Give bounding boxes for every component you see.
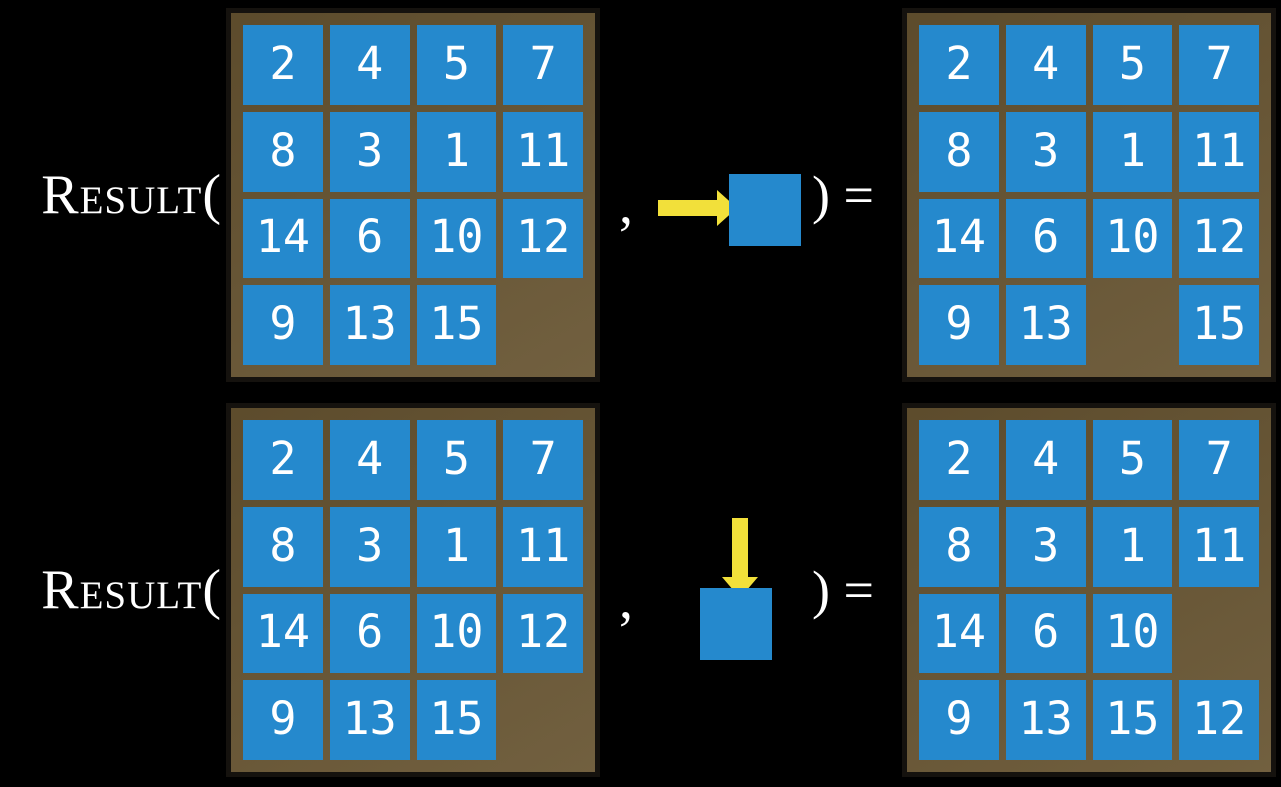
puzzle-tile: 11 (1179, 506, 1259, 587)
puzzle-tile: 13 (329, 285, 410, 365)
puzzle-tile: 4 (1005, 420, 1086, 500)
puzzle-tile: 14 (919, 593, 999, 674)
puzzle-tile: 13 (1005, 285, 1086, 365)
puzzle-tile: 6 (329, 198, 410, 279)
puzzle-tile: 12 (1179, 198, 1259, 279)
puzzle-tile: 4 (1005, 25, 1086, 105)
puzzle-tile: 3 (1005, 506, 1086, 587)
comma-separator: , (619, 174, 633, 236)
puzzle-tile: 10 (416, 593, 497, 674)
puzzle-tile: 1 (1092, 111, 1173, 192)
puzzle-tile: 5 (416, 25, 497, 105)
puzzle-tile: 5 (1092, 25, 1173, 105)
right-arrow-icon (658, 190, 737, 226)
puzzle-tile: 13 (329, 680, 410, 760)
puzzle-tile: 3 (1005, 111, 1086, 192)
puzzle-tile: 6 (1005, 198, 1086, 279)
action-icon-group (700, 518, 772, 660)
puzzle-tile: 8 (243, 506, 323, 587)
comma-separator: , (619, 569, 633, 631)
empty-cell (1179, 594, 1259, 674)
puzzle-tile: 6 (329, 593, 410, 674)
puzzle-tile: 9 (243, 285, 323, 365)
puzzle-tile: 7 (1179, 420, 1259, 500)
puzzle-tile: 7 (503, 420, 583, 500)
down-arrow-icon (722, 518, 758, 598)
puzzle-tile: 2 (919, 25, 999, 105)
puzzle-tile: 3 (329, 506, 410, 587)
puzzle-tile: 12 (503, 593, 583, 674)
puzzle-tile: 1 (416, 506, 497, 587)
puzzle-tile: 11 (1179, 111, 1259, 192)
close-paren-equals: ) = (812, 560, 874, 620)
puzzle-tile: 15 (416, 680, 497, 760)
puzzle-tile: 7 (1179, 25, 1259, 105)
empty-cell (503, 285, 583, 365)
puzzle-tile: 8 (243, 111, 323, 192)
puzzle-tile: 6 (1005, 593, 1086, 674)
puzzle-tile: 9 (919, 285, 999, 365)
result-function-label: Result( (41, 164, 222, 226)
puzzle-tile: 4 (329, 25, 410, 105)
puzzle-tile: 15 (1092, 680, 1173, 760)
puzzle-tile: 5 (416, 420, 497, 500)
puzzle-tile: 15 (416, 285, 497, 365)
puzzle-tile: 1 (1092, 506, 1173, 587)
puzzle-tile: 10 (416, 198, 497, 279)
puzzle-tile: 8 (919, 506, 999, 587)
puzzle-tile: 9 (243, 680, 323, 760)
empty-cell (1093, 285, 1173, 365)
puzzle-tile: 2 (243, 25, 323, 105)
puzzle-tile: 1 (416, 111, 497, 192)
empty-cell (503, 680, 583, 760)
puzzle-tile: 4 (329, 420, 410, 500)
puzzle-tile: 2 (919, 420, 999, 500)
puzzle-tile: 10 (1092, 593, 1173, 674)
puzzle-tile: 11 (503, 111, 583, 192)
puzzle-tile: 12 (1179, 680, 1259, 760)
puzzle-tile: 9 (919, 680, 999, 760)
puzzle-tile: 11 (503, 506, 583, 587)
puzzle-tile: 7 (503, 25, 583, 105)
puzzle-tile: 14 (243, 198, 323, 279)
puzzle-tile: 12 (503, 198, 583, 279)
puzzle-tile: 14 (919, 198, 999, 279)
action-tile (729, 174, 801, 246)
action-tile (700, 588, 772, 660)
puzzle-tile: 13 (1005, 680, 1086, 760)
puzzle-tile: 8 (919, 111, 999, 192)
action-icon-group (658, 174, 801, 246)
puzzle-tile: 3 (329, 111, 410, 192)
puzzle-tile: 2 (243, 420, 323, 500)
puzzle-tile: 14 (243, 593, 323, 674)
puzzle-tile: 15 (1179, 285, 1259, 365)
result-function-label: Result( (41, 559, 222, 621)
close-paren-equals: ) = (812, 165, 874, 225)
puzzle-tile: 10 (1092, 198, 1173, 279)
puzzle-tile: 5 (1092, 420, 1173, 500)
